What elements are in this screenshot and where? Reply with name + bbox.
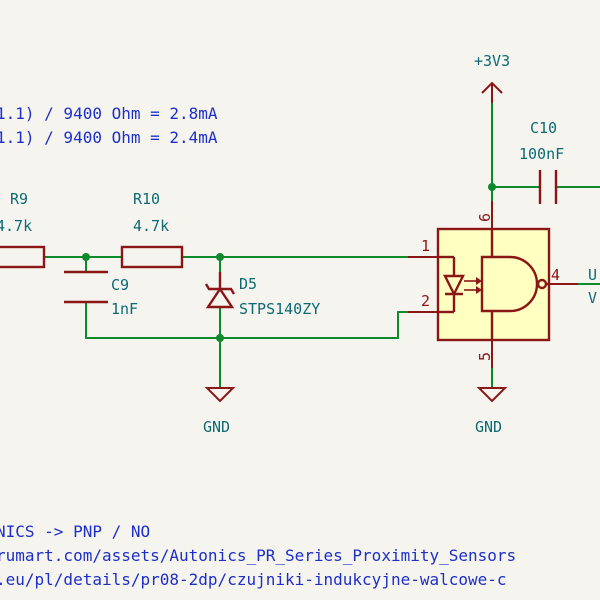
vcc-symbol: +3V3 xyxy=(474,52,510,103)
resistor-r10[interactable]: R10 4.7k xyxy=(120,190,184,269)
c9-value: 1nF xyxy=(111,300,138,318)
r9-value: 4.7k xyxy=(0,217,32,235)
sensor-note: NICS -> PNP / NO xyxy=(0,522,150,541)
opto-pin-5: 5 xyxy=(476,352,494,361)
opto-pin-4: 4 xyxy=(551,266,560,284)
gnd-symbol-right: GND xyxy=(475,387,508,436)
opto-pin-2: 2 xyxy=(421,292,430,310)
gnd-left-label: GND xyxy=(203,418,230,436)
gnd-right-label: GND xyxy=(475,418,502,436)
resistor-r9[interactable]: R9 4.7k xyxy=(0,190,46,269)
c10-ref: C10 xyxy=(530,119,557,137)
junction-gnd-return xyxy=(216,334,224,342)
c9-ref: C9 xyxy=(111,276,129,294)
r9-ref: R9 xyxy=(10,190,28,208)
junction-r9-r10 xyxy=(82,253,90,261)
junction-r10-d5 xyxy=(216,253,224,261)
r10-value: 4.7k xyxy=(133,217,169,235)
capacitor-c10[interactable]: C10 100nF xyxy=(519,119,564,204)
d5-value: STPS140ZY xyxy=(239,300,320,318)
diode-d5[interactable]: D5 STPS140ZY xyxy=(204,272,320,318)
u-partial-ref: U xyxy=(588,266,597,284)
current-note-line-2: 1.1) / 9400 Ohm = 2.4mA xyxy=(0,128,218,147)
d5-ref: D5 xyxy=(239,275,257,293)
opto-pin-1: 1 xyxy=(421,237,430,255)
vcc-label: +3V3 xyxy=(474,52,510,70)
u-partial-value: V xyxy=(588,289,597,307)
junction-vcc-c10 xyxy=(488,183,496,191)
c10-value: 100nF xyxy=(519,145,564,163)
url-note-line-1: rumart.com/assets/Autonics_PR_Series_Pro… xyxy=(0,546,516,565)
capacitor-c9[interactable]: C9 1nF xyxy=(64,270,138,318)
optocoupler[interactable] xyxy=(408,201,578,368)
gnd-symbol-left: GND xyxy=(203,387,236,436)
url-note-line-2: .eu/pl/details/pr08-2dp/czujniki-indukcy… xyxy=(0,570,507,589)
opto-pin-6: 6 xyxy=(476,213,494,222)
current-note-line-1: 1.1) / 9400 Ohm = 2.8mA xyxy=(0,104,218,123)
r10-ref: R10 xyxy=(133,190,160,208)
